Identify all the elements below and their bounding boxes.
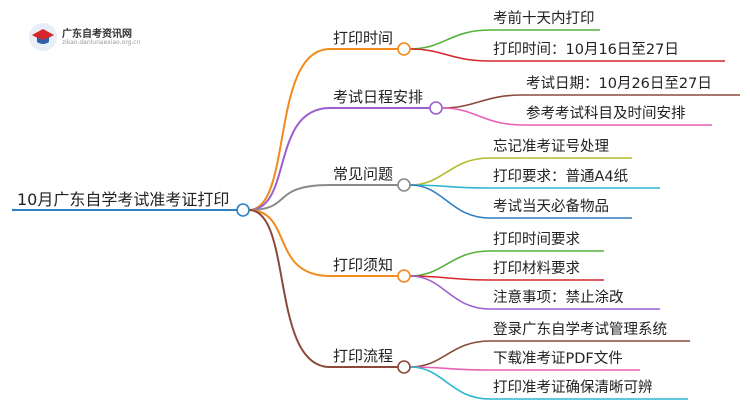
branch-print-time: 打印时间 [333, 29, 394, 47]
logo-url-text: zikao.danlunaexiao.org.cn [62, 39, 141, 46]
root-node-circle [236, 203, 250, 217]
branch-node-circle [429, 101, 443, 115]
branch-print-notes: 打印须知 [333, 256, 394, 274]
branch-connector [248, 184, 398, 211]
leaf-exam-subjects: 参考考试科目及时间安排 [526, 106, 686, 122]
leaf-print-within-ten-days: 考前十天内打印 [493, 11, 595, 27]
leaf-connector [409, 29, 600, 50]
branch-connector [248, 209, 398, 368]
root-topic: 10月广东自学考试准考证打印 [17, 190, 230, 209]
leaf-forgot-number: 忘记准考证号处理 [493, 139, 609, 155]
site-logo: 广东自考资讯网 zikao.danlunaexiao.org.cn [28, 22, 168, 52]
leaf-print-dates: 打印时间：10月16日至27日 [493, 42, 679, 58]
branch-faq: 常见问题 [333, 165, 394, 183]
leaf-connector [409, 48, 725, 62]
logo-title: 广东自考资讯网 [62, 29, 132, 40]
leaf-connector [409, 275, 604, 281]
branch-node-circle [397, 269, 411, 283]
branch-connector [248, 107, 430, 211]
leaf-connector [409, 184, 660, 189]
branch-connector [248, 209, 398, 277]
branch-print-process: 打印流程 [333, 347, 394, 365]
leaf-time-requirement: 打印时间要求 [493, 232, 580, 248]
leaf-no-alteration: 注意事项：禁止涂改 [493, 290, 624, 306]
leaf-connector [409, 366, 688, 400]
leaf-connector [409, 366, 640, 371]
leaf-connector [409, 184, 632, 219]
leaf-login-system: 登录广东自学考试管理系统 [493, 322, 667, 338]
leaf-exam-day-items: 考试当天必备物品 [493, 199, 609, 215]
leaf-connector [441, 94, 740, 109]
leaf-print-clear: 打印准考证确保清晰可辨 [493, 380, 653, 396]
branch-exam-schedule: 考试日程安排 [333, 88, 424, 106]
branch-connector [248, 48, 398, 211]
leaf-connector [441, 107, 712, 126]
leaf-connector [409, 157, 632, 186]
leaf-a4-paper: 打印要求：普通A4纸 [493, 169, 629, 185]
graduation-cap-icon [29, 23, 57, 51]
branch-node-circle [397, 42, 411, 56]
leaf-connector [409, 340, 690, 368]
leaf-exam-dates: 考试日期：10月26日至27日 [526, 76, 712, 92]
leaf-download-pdf: 下载准考证PDF文件 [493, 351, 623, 367]
branch-node-circle [397, 360, 411, 374]
leaf-connector [409, 250, 604, 277]
leaf-material-requirement: 打印材料要求 [493, 261, 580, 277]
leaf-connector [409, 275, 660, 310]
branch-node-circle [397, 178, 411, 192]
